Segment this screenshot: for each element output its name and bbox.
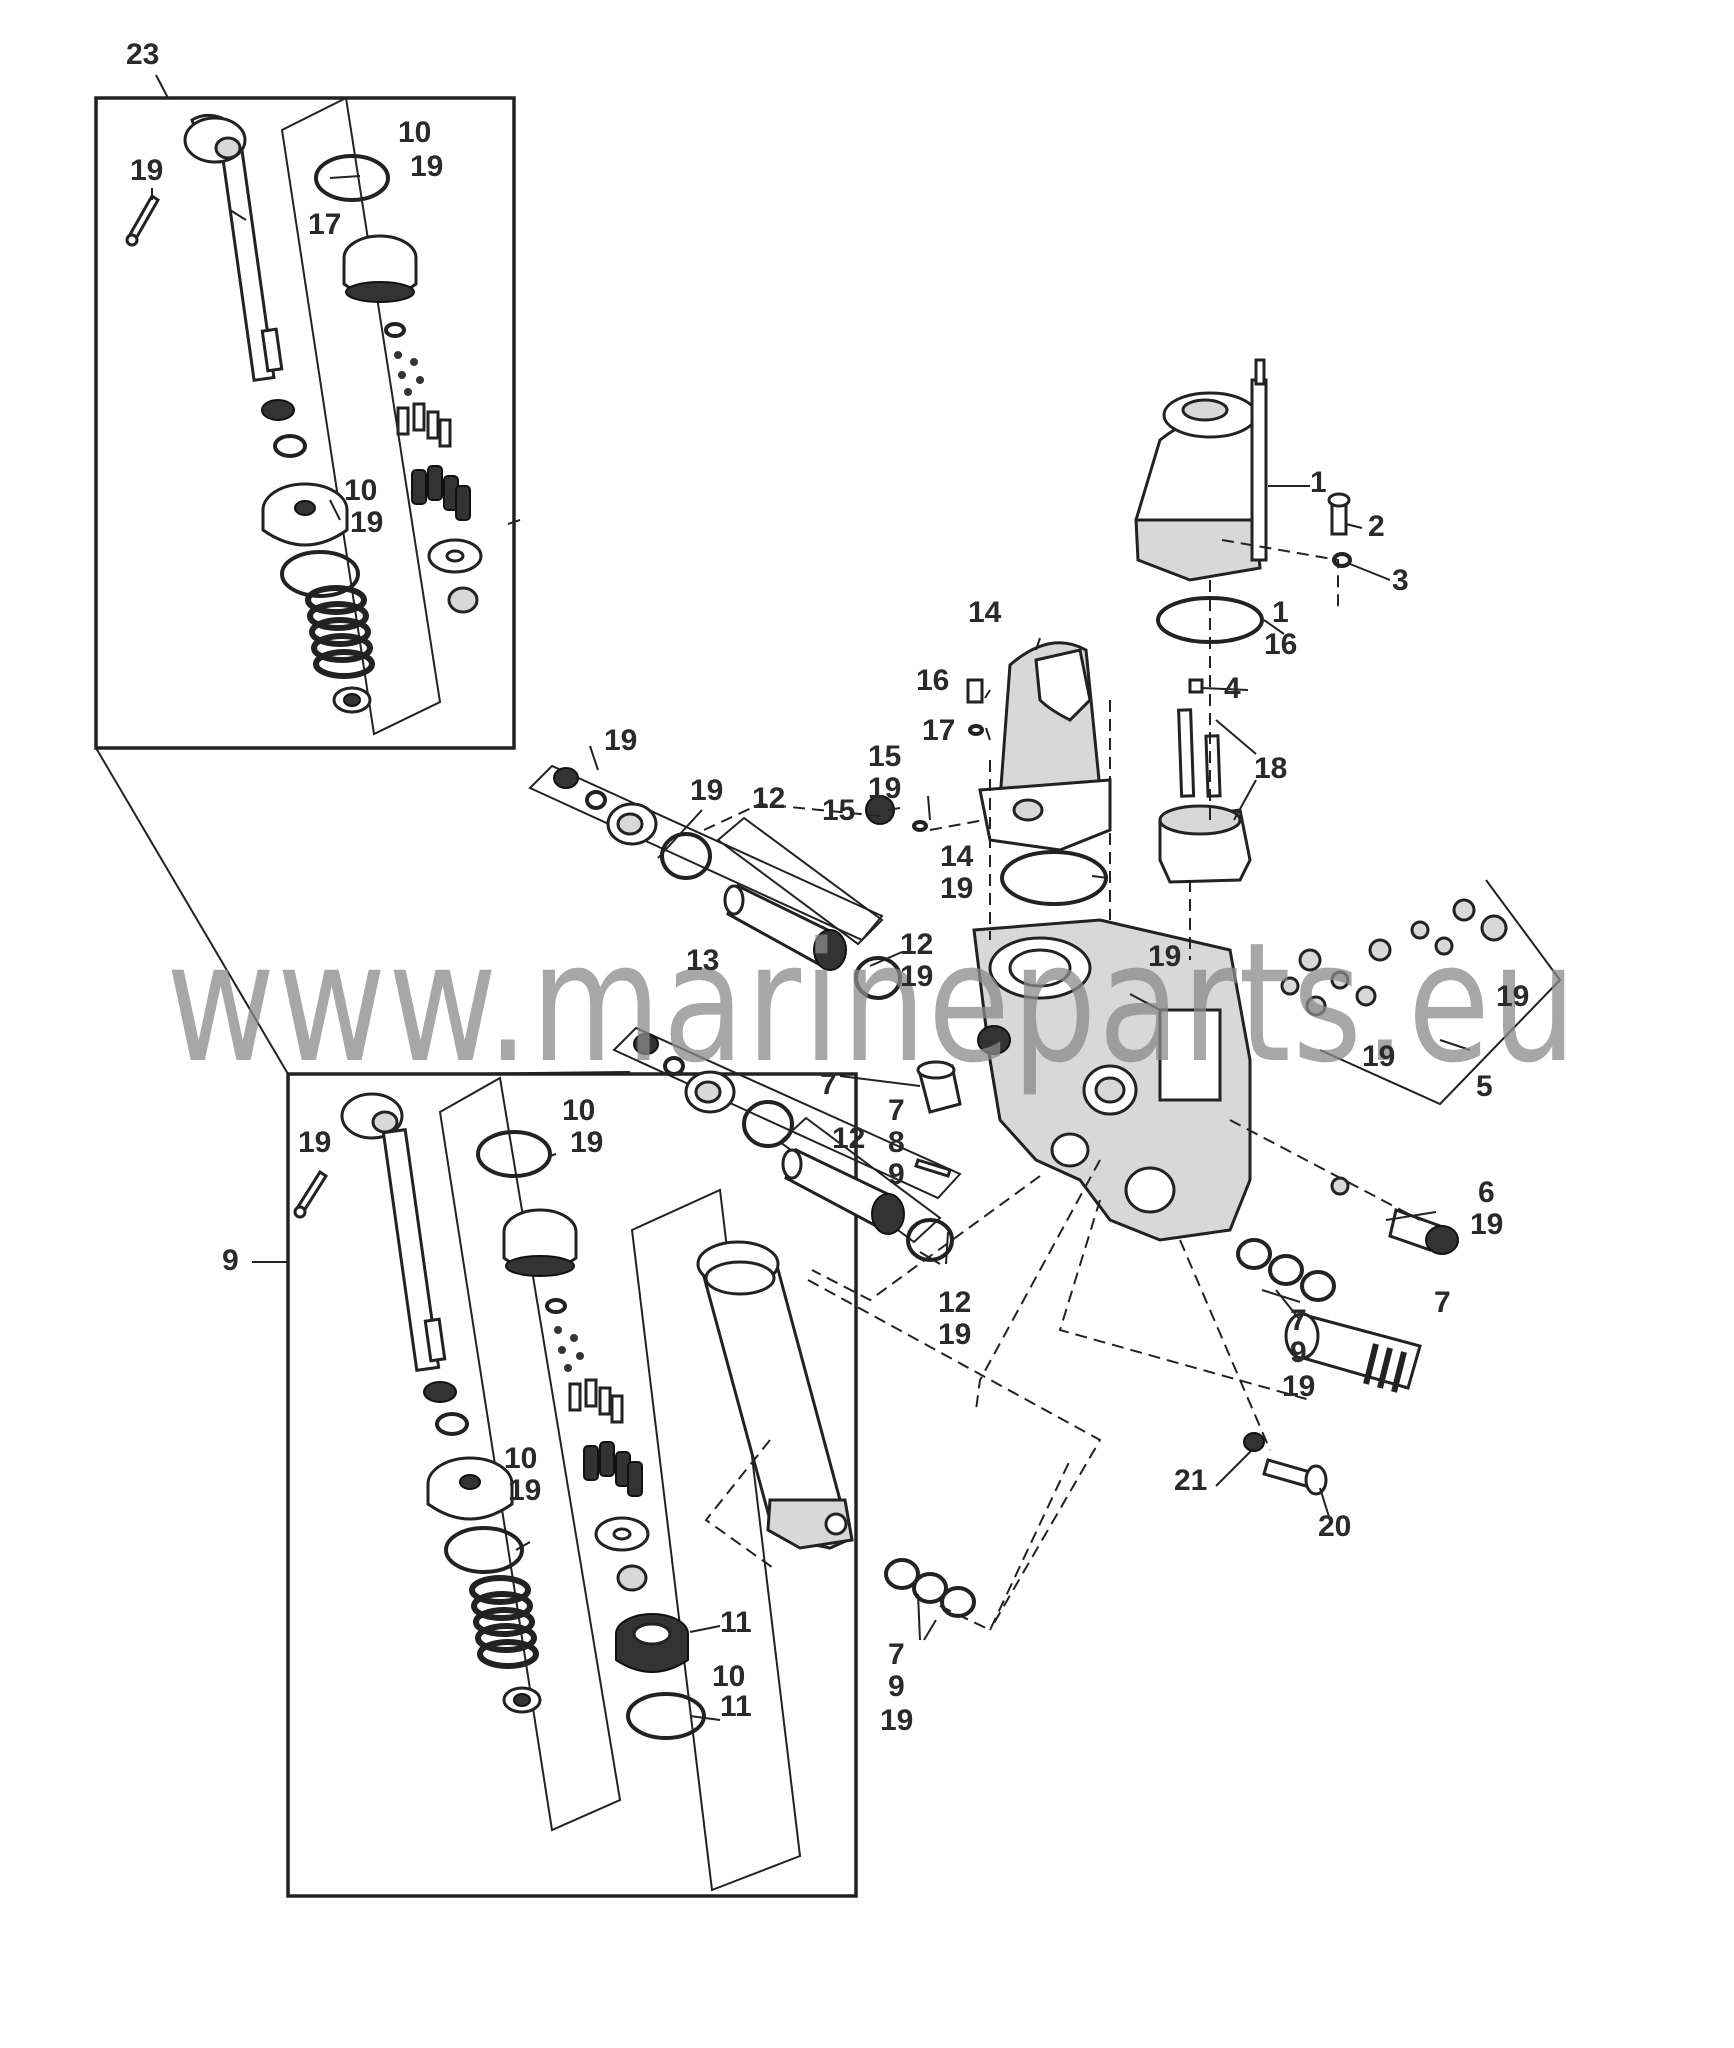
kit-9-cylinder-box xyxy=(630,1188,802,1892)
label-9: 9 xyxy=(888,1158,905,1191)
label-4: 4 xyxy=(1224,672,1241,705)
label-11: 11 xyxy=(720,1606,752,1639)
label-17: 17 xyxy=(922,714,955,747)
label-10: 10 xyxy=(504,1442,537,1475)
label-15: 15 xyxy=(868,740,901,773)
label-23: 23 xyxy=(126,38,159,71)
main-assembly xyxy=(865,358,1562,1496)
label-19: 19 xyxy=(570,1126,603,1159)
label-7: 7 xyxy=(1290,1304,1307,1337)
label-19: 19 xyxy=(604,724,637,757)
kit-9-frame xyxy=(286,1072,858,1898)
label-19: 19 xyxy=(130,154,163,187)
label-19: 19 xyxy=(690,774,723,807)
label-11: 11 xyxy=(720,1690,752,1723)
label-1: 1 xyxy=(1272,596,1289,629)
label-16: 16 xyxy=(1264,628,1297,661)
label-10: 10 xyxy=(712,1660,745,1693)
leader-line xyxy=(429,1071,631,1075)
label-19: 19 xyxy=(298,1126,331,1159)
label-19: 19 xyxy=(900,960,933,993)
watermark-text: www.marineparts.eu xyxy=(166,907,1578,1099)
label-7: 7 xyxy=(888,1094,905,1127)
label-10: 10 xyxy=(562,1094,595,1127)
label-12: 12 xyxy=(900,928,933,961)
label-7: 7 xyxy=(820,1068,837,1101)
label-9: 9 xyxy=(888,1670,905,1703)
label-16: 16 xyxy=(916,664,949,697)
label-3: 3 xyxy=(1392,564,1409,597)
label-12: 12 xyxy=(832,1122,865,1155)
assembly-dashed-lines xyxy=(703,539,1421,1632)
label-7: 7 xyxy=(1434,1286,1451,1319)
label-19: 19 xyxy=(880,1704,913,1737)
label-19: 19 xyxy=(1282,1370,1315,1403)
label-10: 10 xyxy=(398,116,431,149)
kit-9-inner-box xyxy=(438,1076,622,1832)
part-labels: 23 19 10 19 17 10 19 1 2 3 1 16 14 16 17… xyxy=(126,38,1529,1737)
label-19: 19 xyxy=(940,872,973,905)
label-19: 19 xyxy=(868,772,901,805)
label-7: 7 xyxy=(888,1638,905,1671)
label-14: 14 xyxy=(940,840,974,873)
label-19: 19 xyxy=(508,1474,541,1507)
label-9: 9 xyxy=(1290,1336,1307,1369)
label-14: 14 xyxy=(968,596,1002,629)
label-21: 21 xyxy=(1174,1464,1207,1497)
label-12: 12 xyxy=(938,1286,971,1319)
label-12: 12 xyxy=(752,782,785,815)
label-17: 17 xyxy=(308,208,341,241)
label-19: 19 xyxy=(1496,980,1529,1013)
label-19: 19 xyxy=(1470,1208,1503,1241)
label-19: 19 xyxy=(1362,1040,1395,1073)
label-9: 9 xyxy=(222,1244,239,1277)
label-13: 13 xyxy=(686,944,719,977)
label-19: 19 xyxy=(350,506,383,539)
label-10: 10 xyxy=(344,474,377,507)
valve-subassemblies xyxy=(528,764,976,1618)
leader-line xyxy=(155,74,169,99)
label-8: 8 xyxy=(888,1126,905,1159)
label-5: 5 xyxy=(1476,1070,1493,1103)
kit-9-parts xyxy=(293,1092,854,1740)
label-1: 1 xyxy=(1310,466,1327,499)
label-20: 20 xyxy=(1318,1510,1351,1543)
kit-23-frame xyxy=(94,96,516,750)
leader-line xyxy=(95,747,289,1075)
label-19: 19 xyxy=(1148,940,1181,973)
label-2: 2 xyxy=(1368,510,1385,543)
kit-23-parts xyxy=(125,113,483,714)
label-6: 6 xyxy=(1478,1176,1495,1209)
label-15: 15 xyxy=(822,794,855,827)
label-19: 19 xyxy=(410,150,443,183)
label-19: 19 xyxy=(938,1318,971,1351)
label-18: 18 xyxy=(1254,752,1287,785)
label-leaders xyxy=(151,175,1471,1721)
